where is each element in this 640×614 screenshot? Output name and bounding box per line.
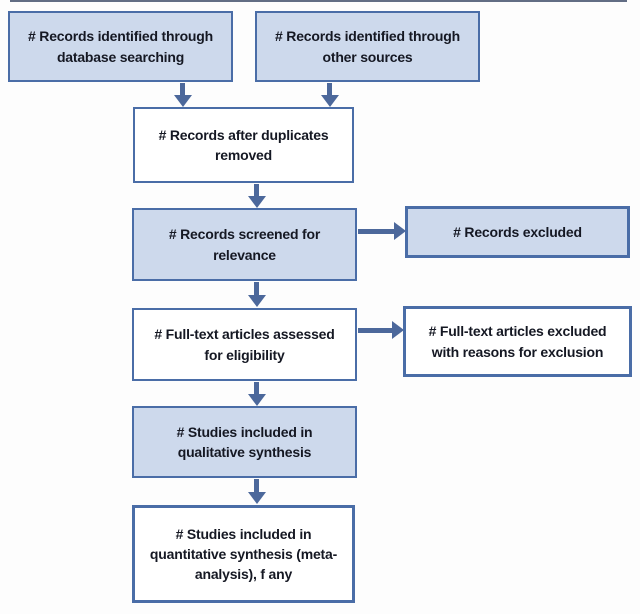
arrow-head (248, 394, 266, 406)
arrow-shaft (358, 328, 393, 333)
node-records-identified-database: # Records identified through database se… (8, 11, 233, 82)
node-records-excluded: # Records excluded (405, 206, 630, 258)
arrow-head (321, 95, 339, 107)
arrow-shaft (327, 83, 332, 96)
arrow-shaft (254, 184, 259, 197)
crop-artifact-line (10, 0, 627, 2)
arrow-head (394, 222, 406, 240)
arrow-head (174, 95, 192, 107)
arrow-shaft (180, 83, 185, 96)
node-records-after-duplicates: # Records after duplicates removed (133, 107, 354, 183)
arrow-shaft (254, 282, 259, 296)
arrow-head (248, 196, 266, 208)
arrow-shaft (254, 382, 259, 395)
arrow-shaft (358, 229, 395, 234)
node-studies-qualitative: # Studies included in qualitative synthe… (132, 406, 357, 478)
node-fulltext-assessed: # Full-text articles assessed for eligib… (132, 308, 357, 381)
node-studies-quantitative: # Studies included in quantitative synth… (132, 505, 355, 603)
arrow-shaft (254, 479, 259, 493)
node-records-identified-other: # Records identified through other sourc… (255, 11, 480, 82)
arrow-head (248, 492, 266, 504)
arrow-head (248, 295, 266, 307)
node-fulltext-excluded: # Full-text articles excluded with reaso… (403, 306, 632, 377)
node-records-screened: # Records screened for relevance (132, 208, 357, 281)
arrow-head (392, 321, 404, 339)
